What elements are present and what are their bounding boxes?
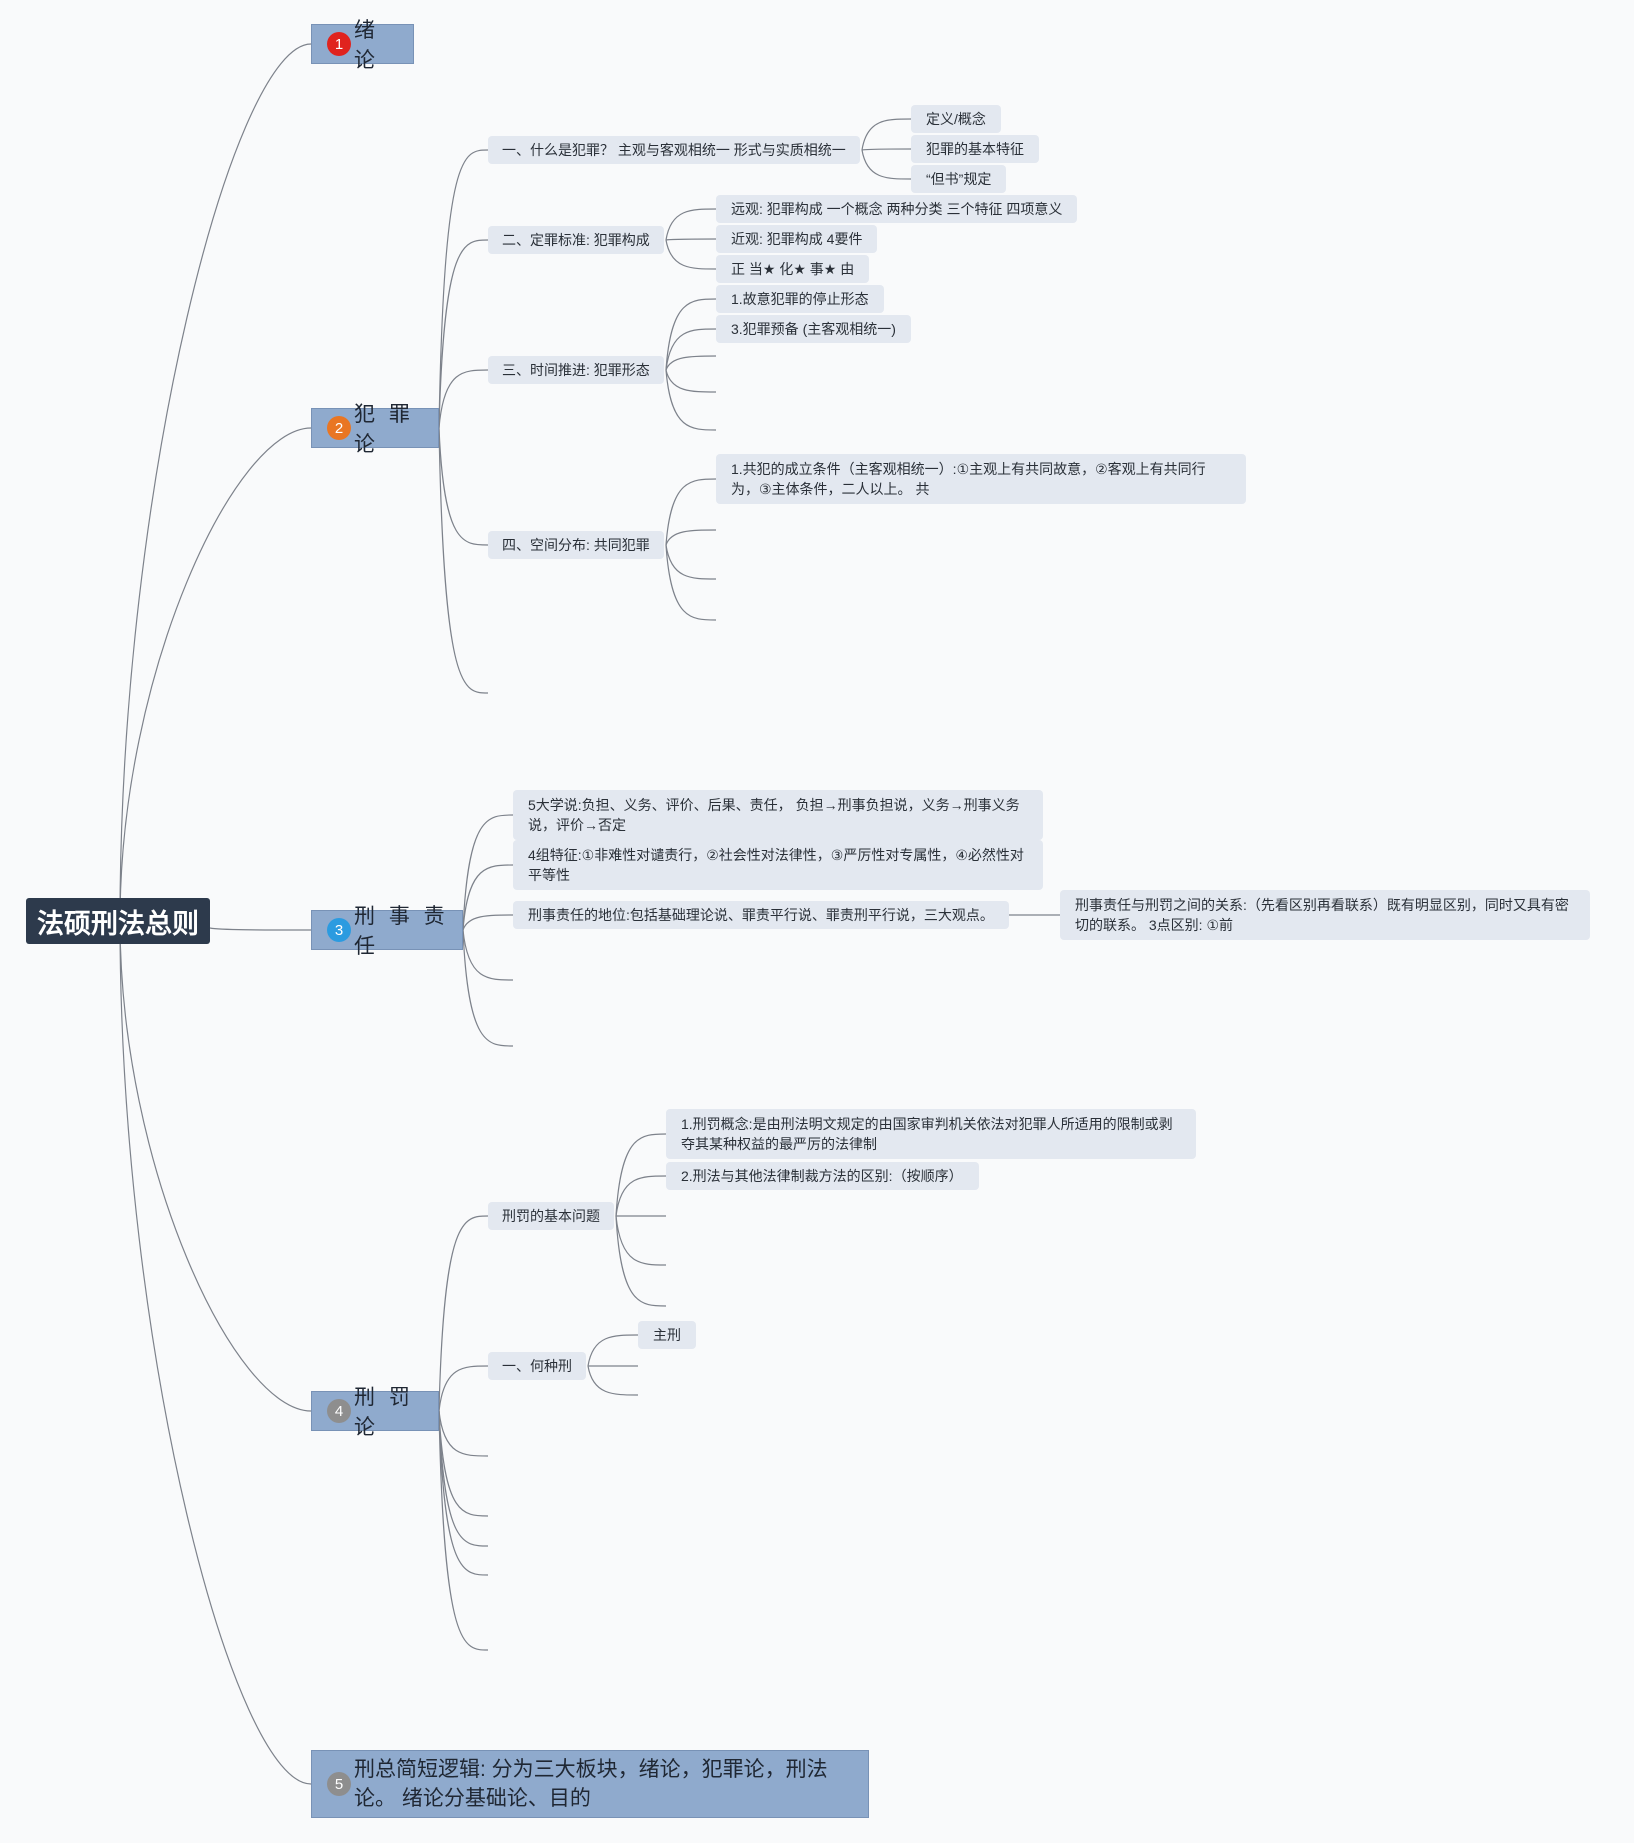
leaf-preparation[interactable]: 3.犯罪预备 (主客观相统一) <box>716 315 911 343</box>
topic-conviction-standard[interactable]: 二、定罪标准: 犯罪构成 <box>488 226 664 254</box>
connector-line <box>438 149 489 429</box>
connector-line <box>438 1215 489 1412</box>
leaf-joint-crime-conditions[interactable]: 1.共犯的成立条件（主客观相统一）:①主观上有共同故意，②客观上有共同行为，③主… <box>716 454 1246 504</box>
branch-label: 刑 事 责 任 <box>354 905 449 958</box>
connector-line <box>438 427 489 546</box>
connector-line <box>438 1410 489 1457</box>
connector-line <box>587 1365 639 1396</box>
number-badge-icon: 3 <box>327 918 351 942</box>
connector-line <box>665 529 717 546</box>
leaf-justification[interactable]: 正 当★ 化★ 事★ 由 <box>716 255 870 283</box>
connector-line <box>665 544 717 580</box>
connector-line <box>438 369 489 429</box>
connector-line <box>665 478 717 546</box>
connector-line <box>665 238 717 241</box>
connector-line <box>665 544 717 621</box>
connector-line <box>615 1133 667 1217</box>
connector-line <box>665 239 717 270</box>
root-topic[interactable]: 法硕刑法总则 <box>26 898 210 944</box>
connector-line <box>861 149 912 180</box>
connector-line <box>665 298 717 371</box>
connector-line <box>462 929 514 981</box>
connector-line <box>438 1410 489 1517</box>
leaf-definition[interactable]: 定义/概念 <box>911 105 1001 133</box>
number-badge-icon: 1 <box>327 32 351 56</box>
connector-line <box>615 1175 667 1217</box>
connector-line <box>462 914 514 931</box>
branch-summary-logic[interactable]: 5 刑总简短逻辑: 分为三大板块，绪论，犯罪论，刑法论。 绪论分基础论、目的 <box>311 1750 869 1818</box>
topic-joint-crime[interactable]: 四、空间分布: 共同犯罪 <box>488 531 664 559</box>
topic-crime-forms[interactable]: 三、时间推进: 犯罪形态 <box>488 356 664 384</box>
connector-line <box>665 369 717 393</box>
branch-crime-theory[interactable]: 2 犯 罪 论 <box>311 403 439 456</box>
branch-connector-line <box>119 43 312 922</box>
connector-line <box>438 239 489 429</box>
number-badge-icon: 5 <box>327 1772 351 1796</box>
connector-line <box>438 1365 489 1412</box>
leaf-punishment-differences[interactable]: 2.刑法与其他法律制裁方法的区别:（按顺序） <box>666 1162 979 1190</box>
branch-label: 刑总简短逻辑: 分为三大板块，绪论，犯罪论，刑法论。 绪论分基础论、目的 <box>354 1758 828 1810</box>
branch-label: 绪 论 <box>354 19 379 72</box>
connector-line <box>438 1410 489 1651</box>
branch-label: 刑 罚 论 <box>354 1386 414 1439</box>
branch-connector-line <box>119 920 312 1785</box>
leaf-punishment-concept[interactable]: 1.刑罚概念:是由刑法明文规定的由国家审判机关依法对犯罪人所适用的限制或剥夺其某… <box>666 1109 1196 1159</box>
branch-introduction[interactable]: 1 绪 论 <box>311 19 414 72</box>
branch-connector-line <box>119 427 312 922</box>
leaf-four-features[interactable]: 4组特征:①非难性对谴责行，②社会性对法律性，③严厉性对专属性，④必然性对平等性 <box>513 840 1043 890</box>
branch-connector-line <box>119 920 312 1412</box>
branch-criminal-responsibility[interactable]: 3 刑 事 责 任 <box>311 905 463 958</box>
leaf-close-view[interactable]: 近观: 犯罪构成 4要件 <box>716 225 878 253</box>
connector-line <box>462 864 514 931</box>
leaf-basic-features[interactable]: 犯罪的基本特征 <box>911 135 1039 163</box>
branch-punishment-theory[interactable]: 4 刑 罚 论 <box>311 1386 439 1439</box>
connector-line <box>438 427 489 694</box>
leaf-distant-view[interactable]: 远观: 犯罪构成 一个概念 两种分类 三个特征 四项意义 <box>716 195 1078 223</box>
topic-punishment-basics[interactable]: 刑罚的基本问题 <box>488 1202 614 1230</box>
connector-line <box>665 369 717 431</box>
leaf-responsibility-vs-punishment[interactable]: 刑事责任与刑罚之间的关系:（先看区别再看联系）既有明显区别，同时又具有密切的联系… <box>1060 890 1590 940</box>
connector-line <box>462 814 514 931</box>
number-badge-icon: 4 <box>327 1399 351 1423</box>
leaf-principal-penalty[interactable]: 主刑 <box>638 1321 696 1349</box>
connector-line <box>665 208 717 241</box>
connector-line <box>438 1410 489 1576</box>
leaf-five-theories[interactable]: 5大学说:负担、义务、评价、后果、责任， 负担→刑事负担说，义务→刑事义务说，评… <box>513 790 1043 840</box>
connector-line <box>665 355 717 371</box>
connector-line <box>615 1215 667 1266</box>
leaf-responsibility-status[interactable]: 刑事责任的地位:包括基础理论说、罪责平行说、罪责刑平行说，三大观点。 <box>513 901 1009 929</box>
connector-line <box>587 1334 639 1367</box>
leaf-stop-forms[interactable]: 1.故意犯罪的停止形态 <box>716 285 884 313</box>
topic-what-is-crime[interactable]: 一、什么是犯罪？ 主观与客观相统一 形式与实质相统一 <box>488 136 860 164</box>
branch-connector-line <box>209 927 312 931</box>
topic-penalty-types[interactable]: 一、何种刑 <box>488 1352 586 1380</box>
connector-line <box>861 148 912 151</box>
connector-line <box>615 1215 667 1307</box>
number-badge-icon: 2 <box>327 416 351 440</box>
branch-label: 犯 罪 论 <box>354 403 414 456</box>
connector-line <box>665 328 717 371</box>
connector-line <box>861 118 912 151</box>
connector-line <box>462 929 514 1047</box>
leaf-proviso[interactable]: “但书”规定 <box>911 165 1007 193</box>
